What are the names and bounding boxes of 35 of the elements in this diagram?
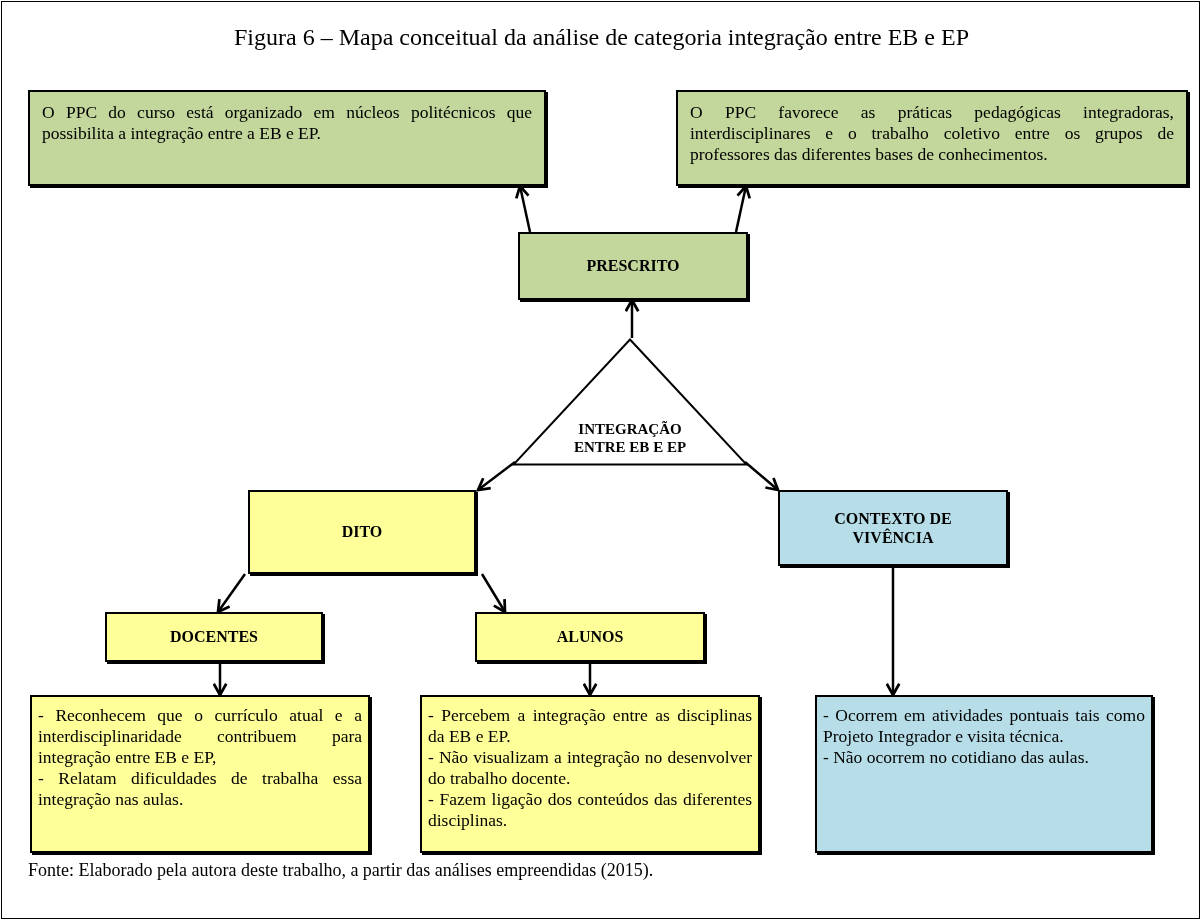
note-box bbox=[28, 90, 546, 186]
arrow bbox=[212, 662, 228, 697]
note-box bbox=[30, 695, 370, 853]
figure-title: Figura 6 – Mapa conceitual da análise de categoria integração entre EB e EP bbox=[233, 24, 970, 51]
box-text: - Relatam dificuldades de trabalha essa integração nas aulas. bbox=[38, 768, 362, 810]
concept-label: DOCENTES bbox=[170, 627, 258, 647]
concept-box bbox=[475, 612, 705, 662]
arrow bbox=[216, 573, 246, 614]
concept-label: CONTEXTO DE VIVÊNCIA bbox=[833, 508, 953, 548]
note-box bbox=[676, 90, 1188, 186]
box-text: - Ocorrem em atividades pontuais tais como Projeto Integrador e visita técnica. bbox=[823, 705, 1145, 747]
box-text: - Não ocorrem no cotidiano das aulas. bbox=[823, 747, 1090, 768]
arrow bbox=[476, 461, 516, 492]
triangle-shape bbox=[512, 338, 748, 466]
concept-box bbox=[518, 232, 748, 300]
arrow bbox=[582, 662, 598, 697]
note-box bbox=[420, 695, 760, 853]
box-text: - Reconhecem que o currículo atual e a interdisciplinaridade contribuem para integração entre EB e EP, bbox=[38, 705, 362, 768]
box-text: O PPC do curso está organizado em núcleos politécnicos que possibilita a integração entre a EB e EP. bbox=[42, 102, 532, 144]
arrow bbox=[885, 566, 901, 697]
concept-label: PRESCRITO bbox=[586, 256, 680, 276]
box-text: O PPC favorece as práticas pedagógicas integradoras, interdisciplinares e o trabalho coletivo entre os grupos de professores das diferentes bases de conhecimentos. bbox=[690, 102, 1174, 165]
concept-label: ALUNOS bbox=[556, 627, 624, 647]
concept-label: DITO bbox=[341, 522, 383, 542]
concept-label: INTEGRAÇÃO ENTRE EB E EP bbox=[572, 420, 688, 456]
box-text: - Fazem ligação dos conteúdos das diferentes disciplinas. bbox=[428, 789, 752, 831]
arrow bbox=[744, 461, 780, 492]
box-text: - Não visualizam a integração no desenvolver do trabalho docente. bbox=[428, 747, 752, 789]
arrow bbox=[480, 573, 507, 614]
box-text: - Percebem a integração entre as disciplinas da EB e EP. bbox=[428, 705, 752, 747]
concept-box bbox=[778, 490, 1008, 566]
note-box bbox=[815, 695, 1153, 853]
source-caption: Fonte: Elaborado pela autora deste trabalho, a partir das análises empreendidas (2015). bbox=[28, 860, 654, 881]
concept-box bbox=[105, 612, 323, 662]
concept-box bbox=[248, 490, 476, 574]
